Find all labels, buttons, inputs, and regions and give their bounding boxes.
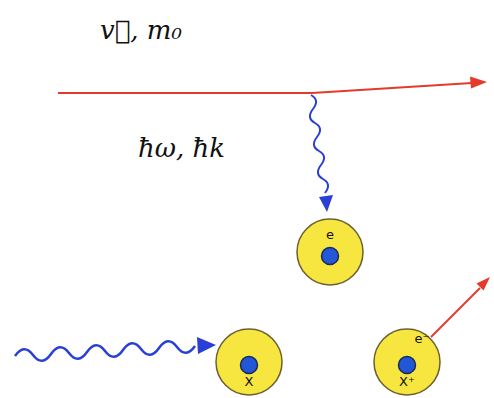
particle-symbol: e	[326, 228, 334, 241]
nucleus-dot	[399, 357, 416, 374]
particle-track	[58, 83, 472, 93]
atom-circle: e⁻ X⁺	[372, 327, 442, 397]
arrowhead	[477, 277, 491, 291]
nucleus-dot	[241, 357, 258, 374]
arrowhead	[319, 195, 333, 212]
atom-circle: e	[295, 217, 365, 287]
atom-outline	[216, 329, 282, 395]
atom-circle: X	[214, 327, 284, 397]
particle-symbol: X	[245, 375, 254, 388]
quantity-label: ħω, ħk	[138, 134, 225, 163]
particle-symbol: e⁻	[415, 332, 430, 345]
incoming-photon	[15, 341, 195, 361]
ejected-electron-track	[431, 288, 480, 337]
virtual-photon	[310, 95, 328, 193]
arrowhead	[197, 337, 216, 354]
quantity-label: v⃗, m₀	[100, 16, 182, 45]
atom-outline	[297, 219, 363, 285]
particle-symbol: X⁺	[399, 375, 415, 388]
nucleus-dot	[322, 248, 339, 265]
arrowhead	[470, 77, 487, 89]
atom-outline	[374, 329, 440, 395]
